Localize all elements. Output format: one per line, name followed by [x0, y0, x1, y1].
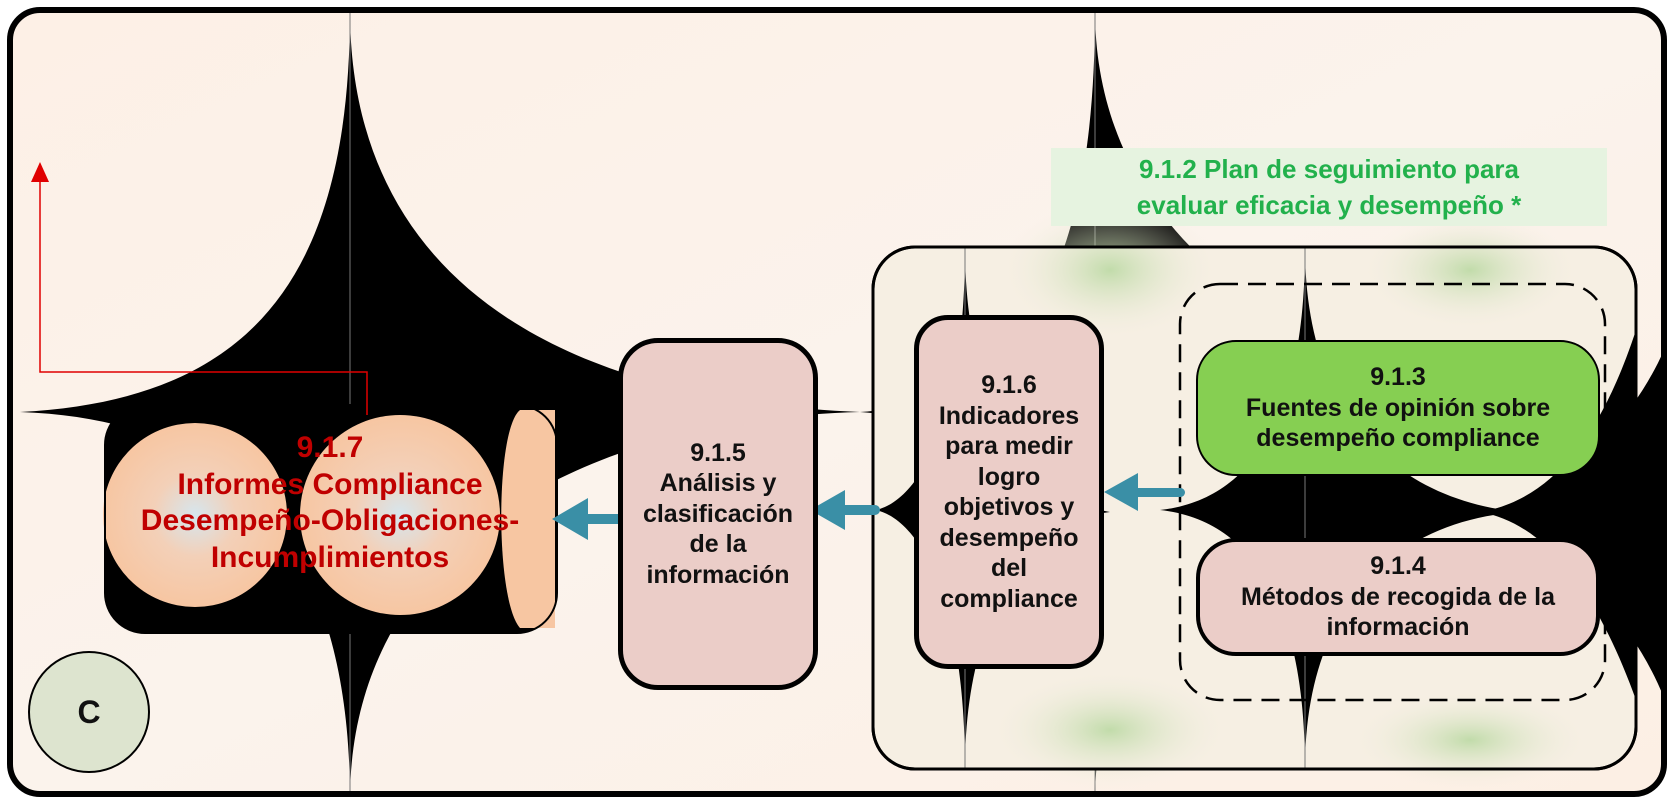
node-9-1-6-line-5: desempeño — [939, 523, 1079, 552]
node-9-1-7-line-1: Informes Compliance — [177, 467, 483, 501]
node-9-1-5-line-3: de la — [689, 530, 747, 559]
up-arrow-icon — [31, 162, 49, 182]
node-9-1-7[interactable]: 9.1.7 Informes Compliance Desempeño-Obli… — [100, 430, 560, 576]
node-9-1-6-line-2: para medir — [945, 432, 1073, 460]
node-9-1-5[interactable]: 9.1.5 Análisis y clasificación de la inf… — [618, 338, 818, 690]
node-9-1-3-line-1: Fuentes de opinión sobre — [1245, 393, 1551, 422]
left-arrow-icon — [552, 498, 623, 540]
node-9-1-5-line-1: Análisis y — [659, 469, 777, 498]
node-9-1-6-line-6: del — [990, 554, 1028, 582]
node-9-1-5-line-4: información — [646, 560, 790, 589]
node-9-1-6-line-3: logro — [977, 462, 1041, 491]
node-9-1-4-number: 9.1.4 — [1370, 552, 1426, 581]
node-9-1-6-line-4: objetivos y — [943, 493, 1075, 521]
node-9-1-7-number: 9.1.7 — [296, 431, 364, 464]
node-9-1-4-line-2: información — [1326, 613, 1470, 642]
left-arrow-icon — [1104, 473, 1185, 511]
node-9-1-3-number: 9.1.3 — [1370, 363, 1426, 392]
report-connector-line — [39, 178, 368, 415]
left-arrow-icon — [810, 490, 880, 530]
node-9-1-3-line-2: desempeño compliance — [1256, 424, 1540, 453]
node-9-1-6-number: 9.1.6 — [981, 371, 1037, 399]
node-9-1-5-line-2: clasificación — [642, 499, 794, 528]
node-9-1-5-number: 9.1.5 — [690, 438, 746, 467]
plan-line-1: 9.1.2 Plan de seguimiento para — [1138, 153, 1520, 184]
node-9-1-3[interactable]: 9.1.3 Fuentes de opinión sobre desempeño… — [1196, 340, 1600, 476]
outer-frame-border — [7, 7, 1667, 797]
node-9-1-4[interactable]: 9.1.4 Métodos de recogida de la informac… — [1196, 538, 1600, 656]
plan-label: 9.1.2 Plan de seguimiento para evaluar e… — [1051, 148, 1607, 226]
node-9-1-7-line-3: Incumplimientos — [210, 540, 450, 574]
plan-line-2: evaluar eficacia y desempeño * — [1136, 190, 1522, 220]
node-9-1-6-line-7: compliance — [940, 584, 1078, 613]
node-9-1-4-line-1: Métodos de recogida de la — [1241, 582, 1555, 611]
node-9-1-7-line-2: Desempeño-Obligaciones- — [140, 504, 520, 538]
section-badge: C — [28, 651, 150, 773]
node-9-1-6-line-1: Indicadores — [938, 401, 1080, 430]
node-9-1-6[interactable]: 9.1.6 Indicadores para medir logro objet… — [914, 315, 1104, 669]
